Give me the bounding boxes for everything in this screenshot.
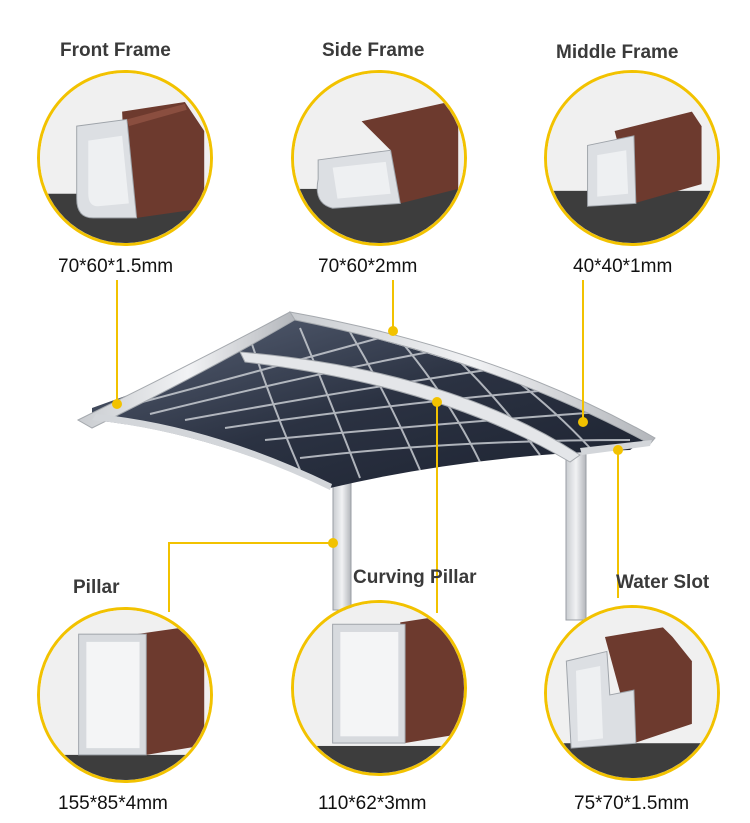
side-frame-dimension: 70*60*2mm (318, 256, 418, 277)
curving-pillar-beam (239, 351, 581, 463)
leader-dot-curving-pillar (432, 397, 442, 407)
leader-side-frame (392, 280, 394, 330)
leader-dot-middle-frame (578, 417, 588, 427)
curving-pillar-dimension: 110*62*3mm (318, 793, 427, 814)
curving-pillar-title: Curving Pillar (353, 567, 477, 588)
water-slot-photo (544, 605, 720, 781)
pillar-photo (37, 607, 213, 783)
pillar-title: Pillar (73, 577, 120, 598)
leader-dot-front-frame (112, 399, 122, 409)
curving-pillar-photo (291, 600, 467, 776)
pillar-dimension: 155*85*4mm (58, 793, 168, 814)
leader-dot-side-frame (388, 326, 398, 336)
side-frame-photo (291, 70, 467, 246)
leader-dot-water-slot (613, 445, 623, 455)
side-frame-title: Side Frame (322, 40, 425, 61)
middle-frame-dimension: 40*40*1mm (573, 256, 673, 277)
leader-pillar-h (168, 542, 332, 544)
front-frame-title: Front Frame (60, 40, 171, 61)
leader-front-frame (116, 280, 118, 404)
leader-dot-pillar (328, 538, 338, 548)
leader-curving-pillar (436, 403, 438, 613)
right-pillar (565, 439, 587, 621)
front-frame-dimension: 70*60*1.5mm (58, 256, 174, 277)
middle-frame-photo (544, 70, 720, 246)
front-frame-photo (37, 70, 213, 246)
leader-water-slot (617, 450, 619, 598)
middle-frame-title: Middle Frame (556, 42, 679, 63)
leader-middle-frame (582, 280, 584, 420)
leader-pillar-v (168, 542, 170, 612)
water-slot-title: Water Slot (616, 572, 710, 593)
water-slot-dimension: 75*70*1.5mm (574, 793, 690, 814)
water-slot-beam (92, 414, 332, 490)
